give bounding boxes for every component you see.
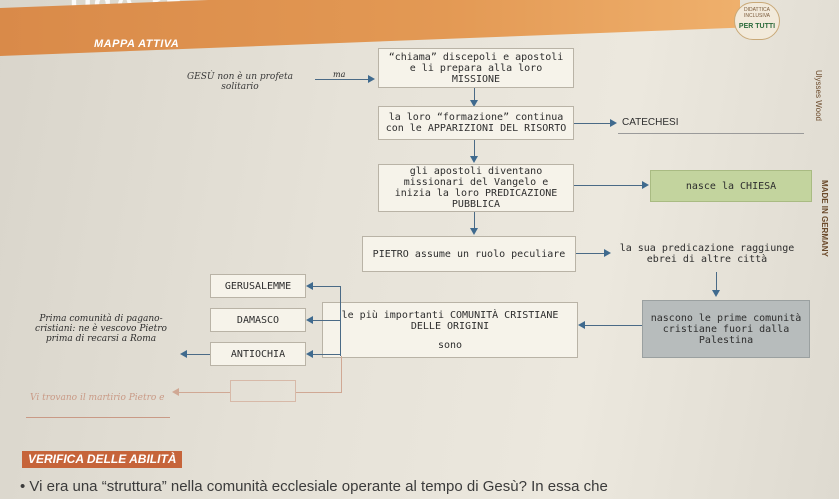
formazione-box: la loro “formazione” continua con le APP… bbox=[378, 106, 574, 140]
chiama-box: “chiama” discepoli e apostoli e li prepa… bbox=[378, 48, 574, 88]
arrow-left-icon bbox=[180, 350, 187, 358]
gerusalemme-text: GERUSALEMME bbox=[224, 280, 292, 292]
predicazione-text: la sua predicazione raggiunge ebrei di a… bbox=[619, 243, 795, 265]
antiochia-text: ANTIOCHIA bbox=[230, 348, 286, 360]
didattica-inclusiva-badge: DIDATTICA INCLUSIVA PER TUTTI bbox=[734, 2, 780, 40]
side-brand: Ulysses Wood bbox=[814, 70, 823, 121]
connector bbox=[474, 88, 475, 102]
arrow-left-icon bbox=[306, 350, 313, 358]
connector bbox=[474, 140, 475, 158]
catechesi-box: CATECHESI bbox=[618, 112, 804, 134]
connector bbox=[584, 325, 642, 326]
formazione-text: la loro “formazione” continua con le APP… bbox=[385, 112, 567, 134]
arrow-left-icon bbox=[172, 388, 179, 396]
connector bbox=[312, 320, 340, 321]
catechesi-text: CATECHESI bbox=[622, 117, 679, 128]
nascono-text: nascono le prime comunità cristiane fuor… bbox=[650, 312, 802, 346]
connector bbox=[341, 356, 342, 393]
comunita-text: le più importanti COMUNITÀ CRISTIANE DEL… bbox=[341, 309, 559, 332]
martirio-answer-box bbox=[230, 380, 296, 402]
arrow-left-icon bbox=[306, 316, 313, 324]
connector bbox=[574, 123, 612, 124]
connector bbox=[186, 354, 210, 355]
damasco-box: DAMASCO bbox=[210, 308, 306, 332]
arrow-right-icon bbox=[368, 75, 375, 83]
connector bbox=[315, 79, 370, 80]
side-brand: MADE IN GERMANY bbox=[820, 180, 829, 257]
missionari-box: gli apostoli diventano missionari del Va… bbox=[378, 164, 574, 212]
pietro-text: PIETRO assume un ruolo peculiare bbox=[372, 248, 566, 260]
chiama-text: “chiama” discepoli e apostoli e li prepa… bbox=[388, 51, 564, 85]
verifica-heading: VERIFICA DELLE ABILITÀ bbox=[22, 451, 183, 468]
pietro-box: PIETRO assume un ruolo peculiare bbox=[362, 236, 576, 272]
nascono-box: nascono le prime comunità cristiane fuor… bbox=[642, 300, 810, 358]
chiesa-text: nasce la CHIESA bbox=[685, 180, 777, 192]
antiochia-box: ANTIOCHIA bbox=[210, 342, 306, 366]
connector bbox=[574, 185, 644, 186]
chiesa-box: nasce la CHIESA bbox=[650, 170, 812, 202]
prima-comunita-box: Prima comunità di pagano-cristiani: ne è… bbox=[20, 298, 182, 360]
arrow-left-icon bbox=[578, 321, 585, 329]
damasco-text: DAMASCO bbox=[236, 314, 280, 326]
connector bbox=[178, 392, 230, 393]
arrow-down-icon bbox=[712, 290, 720, 297]
section-title: MAPPA ATTIVA bbox=[94, 38, 180, 50]
gerusalemme-box: GERUSALEMME bbox=[210, 274, 306, 298]
missionari-text: gli apostoli diventano missionari del Va… bbox=[394, 166, 558, 210]
arrow-down-icon bbox=[470, 228, 478, 235]
prima-comunita-text: Prima comunità di pagano-cristiani: ne è… bbox=[35, 314, 167, 344]
arrow-right-icon bbox=[604, 249, 611, 257]
gesu-box: GESÙ non è un profeta solitario bbox=[180, 66, 300, 98]
arrow-down-icon bbox=[470, 100, 478, 107]
connector bbox=[576, 253, 606, 254]
martirio-text: Vi trovano il martirio Pietro e bbox=[30, 392, 165, 403]
connector bbox=[296, 392, 342, 393]
arrow-left-icon bbox=[306, 282, 313, 290]
connector bbox=[312, 286, 340, 287]
martirio-box: Vi trovano il martirio Pietro e bbox=[26, 378, 170, 418]
arrow-right-icon bbox=[642, 181, 649, 189]
connector bbox=[340, 286, 341, 356]
ma-label: ma bbox=[333, 70, 346, 79]
verifica-question: • Vi era una “struttura” nella comunità … bbox=[20, 478, 608, 495]
arrow-down-icon bbox=[470, 156, 478, 163]
gesu-text: GESÙ non è un profeta solitario bbox=[186, 72, 293, 92]
connector bbox=[312, 354, 340, 355]
connector bbox=[716, 272, 717, 292]
comunita-box: le più importanti COMUNITÀ CRISTIANE DEL… bbox=[322, 302, 578, 358]
sono-label: sono bbox=[437, 339, 463, 351]
arrow-right-icon bbox=[610, 119, 617, 127]
predicazione-box: la sua predicazione raggiunge ebrei di a… bbox=[612, 236, 802, 272]
connector bbox=[474, 212, 475, 230]
